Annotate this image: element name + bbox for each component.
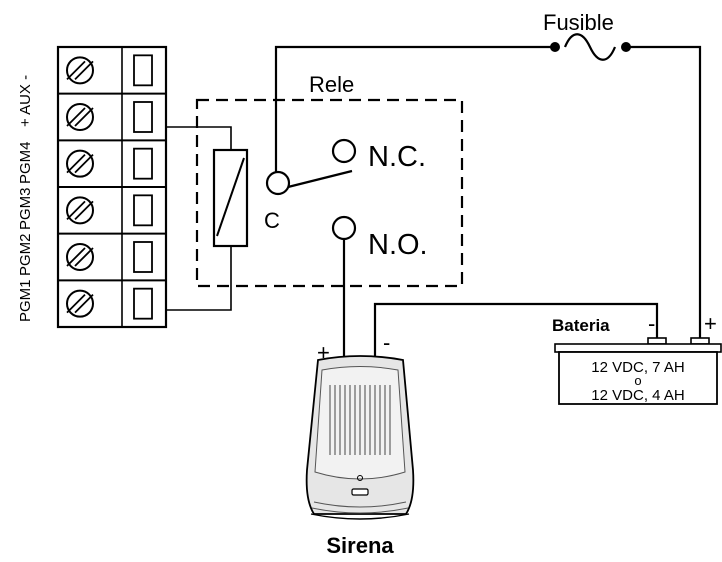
battery-spec-line1: 12 VDC, 7 AH: [591, 359, 684, 376]
battery-spec-line2: o: [634, 373, 641, 388]
terminal-screw: [66, 289, 94, 318]
battery-label: Bateria: [552, 316, 610, 335]
siren-label: Sirena: [326, 533, 394, 558]
terminal-slot: [133, 287, 153, 320]
terminal-slot: [133, 54, 153, 87]
battery-spec-line3: 12 VDC, 4 AH: [591, 387, 684, 404]
terminal-label-pgm3: PGM3: [17, 187, 34, 230]
relay-switch-arm: [287, 169, 353, 189]
terminal-slot: [133, 101, 153, 133]
siren-indicator: [357, 475, 363, 481]
wires: [166, 45, 702, 357]
terminal-slot: [133, 147, 153, 180]
terminal-screw: [66, 103, 94, 131]
battery: Bateria - + 12 VDC, 7 AH o 12 VDC, 4 AH: [552, 311, 722, 405]
relay-nc-contact: [331, 138, 357, 164]
terminal-label-pgm1: PGM1: [17, 279, 34, 322]
siren-grille: [329, 385, 391, 455]
siren-minus-label: -: [383, 330, 390, 355]
terminal-slot: [133, 241, 153, 273]
terminal-label-pgm2: PGM2: [17, 233, 34, 276]
relay-nc-label: N.C.: [368, 141, 426, 173]
battery-plus-label: +: [704, 311, 717, 336]
terminal-block: [56, 45, 168, 329]
relay-no-contact: [331, 215, 357, 241]
terminal-screw: [66, 196, 94, 225]
battery-body: [558, 351, 718, 405]
relay-common-contact: [265, 170, 291, 196]
terminal-screw: [66, 56, 94, 85]
terminal-screw: [66, 149, 94, 178]
terminal-screw: [66, 243, 94, 271]
fuse-label: Fusible: [543, 10, 614, 35]
terminal-slot: [133, 194, 153, 227]
battery-minus-label: -: [648, 311, 655, 336]
siren: + - Sirena: [305, 330, 415, 558]
relay-common-label: C: [264, 208, 280, 233]
fuse: Fusible: [543, 10, 631, 61]
terminal-labels: PGM1 PGM2 PGM3 PGM4 + AUX -: [17, 75, 34, 322]
siren-lens: [351, 488, 369, 496]
terminal-label-aux: + AUX -: [17, 75, 34, 127]
terminal-label-pgm4: PGM4: [17, 141, 34, 184]
relay-title: Rele: [309, 72, 354, 97]
relay: Rele N.C. N.O. C: [195, 72, 464, 288]
relay-no-label: N.O.: [368, 229, 428, 261]
